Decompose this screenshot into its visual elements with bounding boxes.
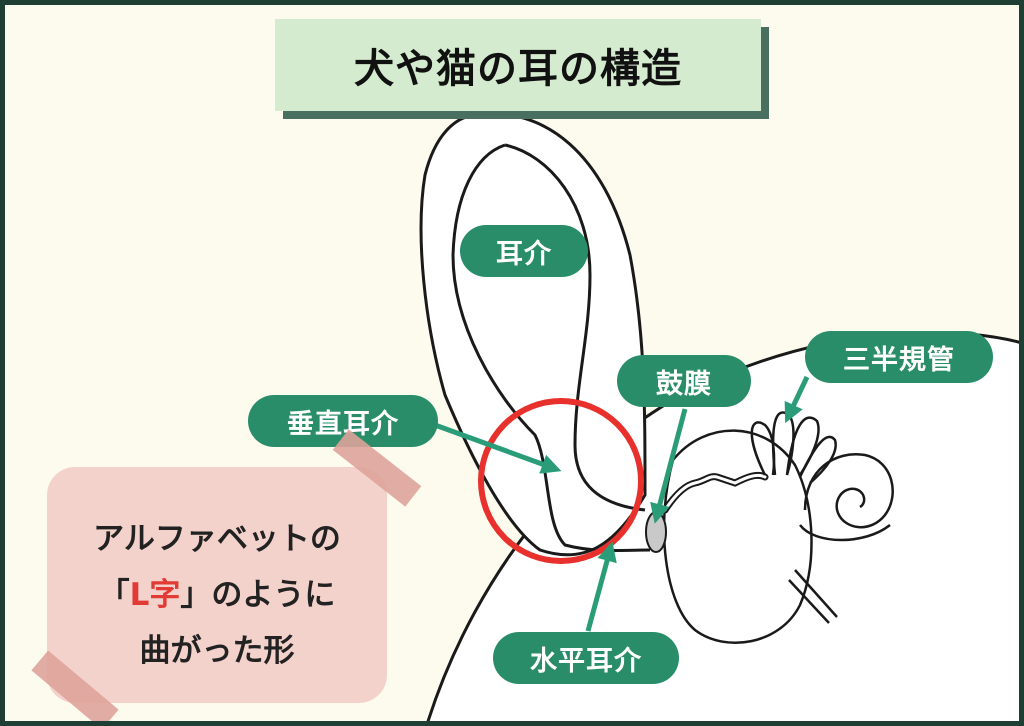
label-semicircular-canals: 三半規管 — [805, 331, 993, 383]
ossicle-chain-inner — [663, 473, 767, 512]
inner-ear-fold — [504, 143, 646, 512]
page-title: 犬や猫の耳の構造 — [275, 19, 761, 111]
cochlea-outer — [799, 524, 891, 542]
arrow-semicircular — [784, 375, 810, 424]
semicircular-loop-4 — [798, 435, 837, 484]
outer-ear-shape — [419, 112, 647, 557]
arrow-eardrum — [650, 408, 688, 524]
cochlea-spiral — [803, 453, 894, 529]
l-shape-highlight-circle — [478, 398, 644, 564]
note-line-1: アルファベットの — [93, 521, 341, 557]
arrow-vertical-canal — [434, 422, 562, 474]
label-eardrum: 鼓膜 — [617, 355, 751, 407]
label-auricle: 耳介 — [460, 225, 588, 277]
note-card: アルファベットの 「L字」のように 曲がった形 — [47, 467, 387, 703]
note-highlight: L字 — [129, 577, 181, 613]
tube-line-2 — [788, 579, 830, 624]
note-line-2: 「L字」のように — [65, 567, 369, 623]
eardrum-shape — [645, 511, 667, 553]
arrow-horizontal-canal — [585, 541, 617, 632]
ear-anatomy-diagram — [419, 112, 1019, 721]
note-bracket-close: 」のように — [180, 577, 336, 613]
label-horizontal-canal: 水平耳介 — [493, 632, 679, 684]
note-line-3: 曲がった形 — [139, 633, 295, 669]
tube-line — [794, 569, 838, 618]
note-bracket-open: 「 — [98, 577, 130, 613]
inner-ear-fold-left — [451, 143, 651, 553]
